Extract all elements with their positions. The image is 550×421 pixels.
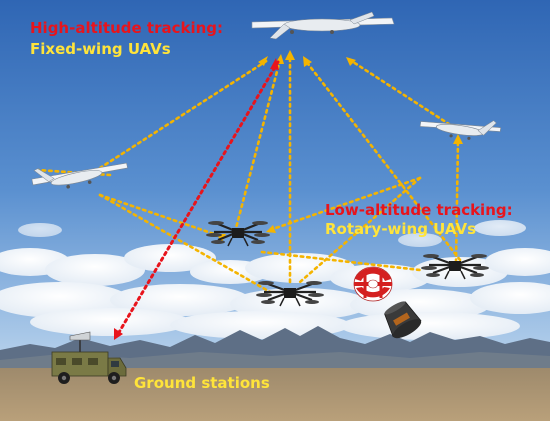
mountain-foothills: [0, 352, 550, 372]
desert-ground: [0, 368, 550, 421]
parachute-icon: [353, 266, 393, 302]
fixed-wing-uav-icon: [419, 120, 502, 140]
rotary-wing-uav-icon: [206, 221, 270, 247]
low-altitude-subtitle: Rotary-wing UAVs: [325, 220, 477, 238]
fixed-wing-uav-icon: [251, 11, 395, 40]
ground-link: [114, 58, 280, 340]
low-altitude-title: Low-altitude tracking:: [325, 201, 513, 219]
high-altitude-subtitle: Fixed-wing UAVs: [30, 40, 171, 58]
high-altitude-title: High-altitude tracking:: [30, 19, 224, 37]
ground-station-vehicle-icon: [51, 331, 127, 384]
ground-stations-label: Ground stations: [134, 374, 270, 392]
rotary-wing-uav-icon: [421, 254, 489, 280]
capsule-icon: [384, 301, 422, 339]
rotary-wing-uav-icon: [256, 281, 324, 307]
tracking-links: [36, 54, 462, 294]
fixed-wing-uav-icon: [31, 162, 128, 189]
